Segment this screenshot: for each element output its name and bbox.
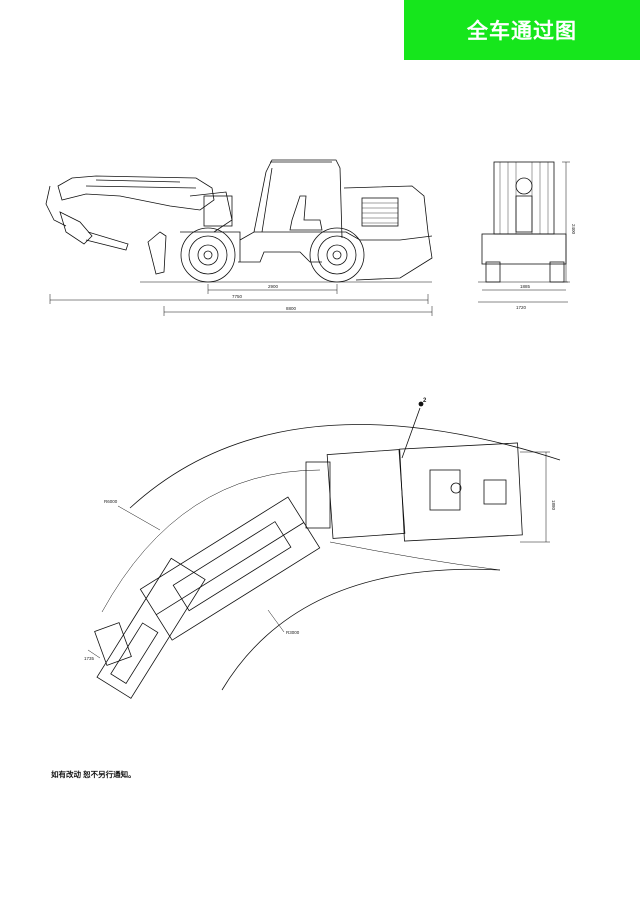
callout-number: 2 <box>423 398 427 404</box>
dim-plan-width: 1880 <box>551 500 556 511</box>
right-tire <box>549 261 565 283</box>
front-cab <box>493 161 555 235</box>
dim-bucket: 1735 <box>84 656 95 661</box>
front-chassis <box>481 233 567 265</box>
dim-body-length: 7750 <box>232 294 243 299</box>
dim-width: 1720 <box>516 305 527 310</box>
dim-wheelbase: 2900 <box>268 284 279 289</box>
dim-track: 1885 <box>520 284 531 289</box>
rear-wheel <box>309 227 365 283</box>
dim-height: 2400 <box>571 224 576 235</box>
side-view <box>45 159 433 316</box>
rear-body <box>343 185 433 281</box>
plan-breaker-arm <box>96 557 206 699</box>
boom <box>57 175 215 211</box>
front-wheel <box>180 227 236 283</box>
plan-cab <box>326 449 406 539</box>
outer-turning-arc <box>129 424 561 509</box>
left-tire <box>485 261 501 283</box>
operator-seat <box>289 195 323 231</box>
plan-rear-unit <box>399 442 523 542</box>
dozer-blade <box>147 231 167 275</box>
hydraulic-breaker <box>59 211 93 245</box>
dim-outer-radius: R6000 <box>104 499 118 504</box>
inner-turning-arc <box>221 568 501 691</box>
plan-breaker-head <box>94 622 132 666</box>
front-view <box>478 161 570 303</box>
boom-swing-base <box>203 195 233 227</box>
plan-view <box>87 401 561 699</box>
page-title: 全车通过图 <box>404 0 640 60</box>
dim-overall-length: 8800 <box>286 306 297 311</box>
cab-canopy <box>253 159 343 239</box>
footer-note: 如有改动 恕不另行通知。 <box>51 770 136 779</box>
dim-inner-radius: R3000 <box>286 630 300 635</box>
engine-grille <box>361 197 399 227</box>
